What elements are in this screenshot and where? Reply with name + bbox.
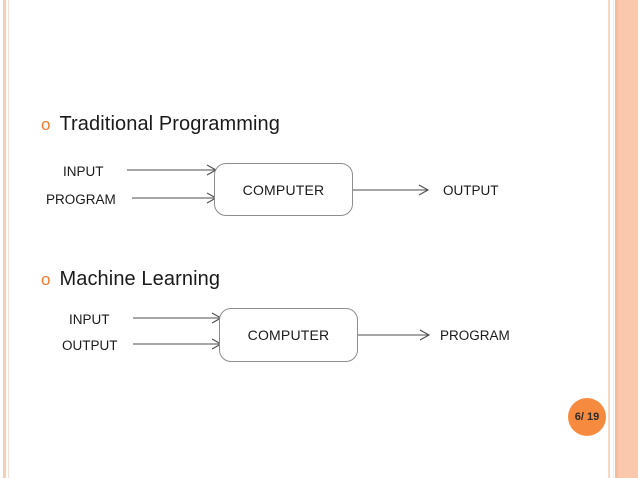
label-ml-output: PROGRAM	[440, 328, 510, 343]
label-traditional-input-2: PROGRAM	[46, 192, 116, 207]
box-traditional-computer: COMPUTER	[214, 163, 353, 216]
page-number-badge: 6/ 19	[568, 398, 606, 436]
bullet-marker-icon: o	[41, 115, 51, 134]
label-traditional-output: OUTPUT	[443, 183, 499, 198]
bullet-marker-icon: o	[41, 270, 51, 289]
label-traditional-input-1: INPUT	[63, 164, 104, 179]
bullet-machine-learning: o Machine Learning	[41, 269, 220, 289]
box-traditional-computer-label: COMPUTER	[242, 181, 325, 198]
page-number-text: 6/ 19	[574, 410, 600, 423]
right-accent-band	[618, 0, 638, 478]
arrow-ml-output	[358, 329, 431, 341]
bullet-traditional-programming: o Traditional Programming	[41, 114, 280, 134]
heading-machine-learning: Machine Learning	[59, 268, 221, 290]
label-ml-input-2: OUTPUT	[62, 338, 118, 353]
left-accent-hairline	[8, 0, 9, 478]
box-ml-computer-label: COMPUTER	[247, 327, 330, 343]
arrow-traditional-output	[353, 184, 430, 196]
right-accent-stripe	[608, 0, 610, 478]
left-accent-stripe	[3, 0, 6, 478]
arrow-ml-input-2	[133, 338, 223, 350]
right-accent-stripe-inner	[615, 0, 618, 478]
heading-traditional-programming: Traditional Programming	[59, 113, 281, 135]
right-accent-hairline	[613, 0, 614, 478]
label-ml-input-1: INPUT	[69, 312, 110, 327]
box-ml-computer: COMPUTER	[219, 308, 358, 362]
